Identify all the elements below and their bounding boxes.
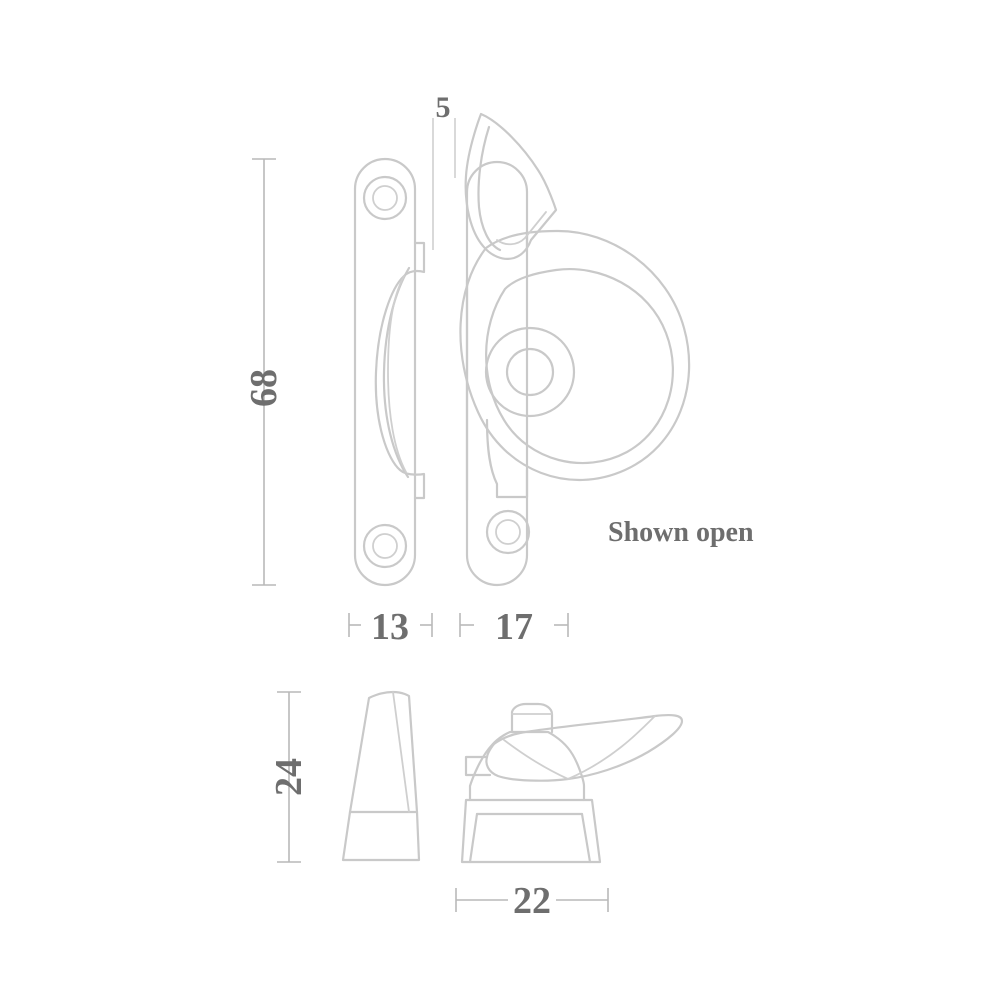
dimension-68-label: 68 [243, 369, 285, 407]
dimension-13-label: 13 [371, 606, 409, 648]
dimension-5-label: 5 [436, 91, 451, 124]
dimension-22: 22 [455, 880, 609, 922]
keep-plate [353, 157, 426, 587]
dimension-17: 17 [459, 606, 569, 648]
dimension-24-label: 24 [268, 758, 310, 796]
fastener-body [459, 160, 691, 587]
dimension-13: 13 [348, 606, 433, 648]
keep-profile-side [341, 690, 421, 862]
dimension-24: 24 [268, 691, 310, 863]
cam-arm-lever [464, 112, 558, 260]
dimension-68: 68 [243, 158, 285, 586]
dimension-5: 5 [432, 91, 456, 250]
note-shown-open: Shown open [608, 517, 754, 548]
fastener-profile-side [460, 702, 684, 864]
dimension-22-label: 22 [513, 880, 551, 922]
dimension-17-label: 17 [495, 606, 533, 648]
